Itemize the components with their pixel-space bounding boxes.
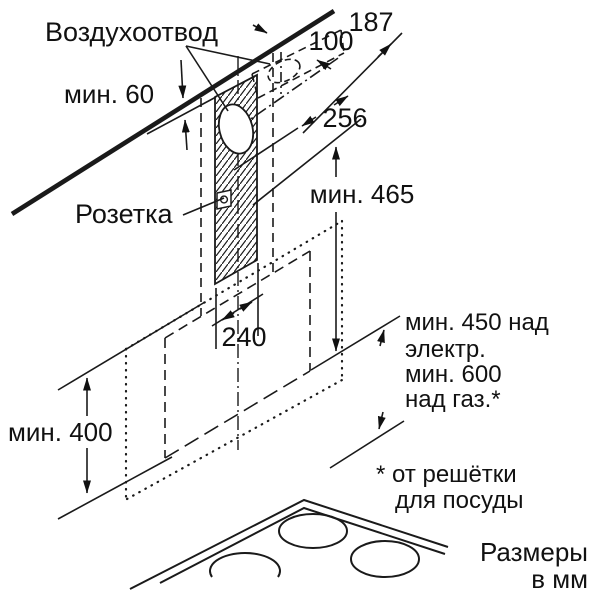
- dim-min60: мин. 60: [64, 59, 190, 151]
- burner: [209, 552, 281, 578]
- label-footnote-1: * от решётки: [376, 461, 517, 488]
- dim-clearance: мин. 450 над электр. мин. 600 над газ.*: [377, 309, 549, 430]
- wall-duct-hole: [217, 103, 255, 155]
- label-min400: мин. 400: [8, 417, 113, 447]
- label-units-1: Размеры: [480, 537, 588, 567]
- label-100: 100: [308, 26, 353, 56]
- label-187: 187: [348, 7, 393, 37]
- label-footnote-2: для посуды: [395, 487, 523, 514]
- socket-symbol: [216, 189, 232, 210]
- burner: [350, 540, 420, 578]
- label-air-outlet: Воздухоотвод: [45, 17, 218, 47]
- reference-lines: [57, 32, 405, 520]
- ref-line-bottom-left: [57, 456, 173, 520]
- leader-lines: [182, 45, 271, 216]
- dim-100: 100: [252, 23, 354, 71]
- ceiling-duct-hole: [267, 58, 301, 84]
- cooktop-plane-extension: [329, 420, 405, 469]
- label-min60: мин. 60: [64, 79, 154, 109]
- strip-top-extension-line: [146, 96, 217, 135]
- ceiling-line: [10, 9, 336, 216]
- dim-240: 240: [211, 263, 267, 352]
- label-256: 256: [322, 103, 367, 133]
- cooktop: [129, 498, 449, 590]
- hood-bottom-extension: [310, 315, 401, 371]
- footnote: * от решётки для посуды: [376, 461, 523, 514]
- dim-187: 187: [348, 7, 394, 58]
- ref-line-top-left: [57, 301, 206, 391]
- label-clearance-4: над газ.*: [405, 386, 501, 413]
- label-units-2: в мм: [531, 564, 588, 594]
- dim-min400: мин. 400: [8, 377, 113, 494]
- cooktop-edge-inner: [159, 506, 446, 584]
- duct-level-extension: [252, 118, 362, 206]
- label-clearance-3: мин. 600: [405, 361, 502, 388]
- label-240: 240: [221, 322, 266, 352]
- label-socket: Розетка: [75, 199, 174, 229]
- units-note: Размеры в мм: [480, 537, 588, 594]
- air-outlet-leader-wall: [185, 45, 229, 112]
- air-outlet-leader-ceiling: [185, 45, 271, 65]
- burner: [278, 513, 348, 549]
- dim-256: 256: [233, 95, 368, 171]
- wall-mounting-strip: [146, 73, 258, 286]
- hood-outline-dashed: [164, 250, 311, 459]
- socket-leader: [182, 197, 225, 216]
- cooktop-edge-outer: [129, 498, 449, 590]
- label-clearance-1: мин. 450 над: [405, 309, 549, 336]
- dim-min465: мин. 465: [310, 146, 415, 352]
- label-min465: мин. 465: [310, 179, 415, 209]
- label-clearance-2: электр.: [405, 336, 486, 363]
